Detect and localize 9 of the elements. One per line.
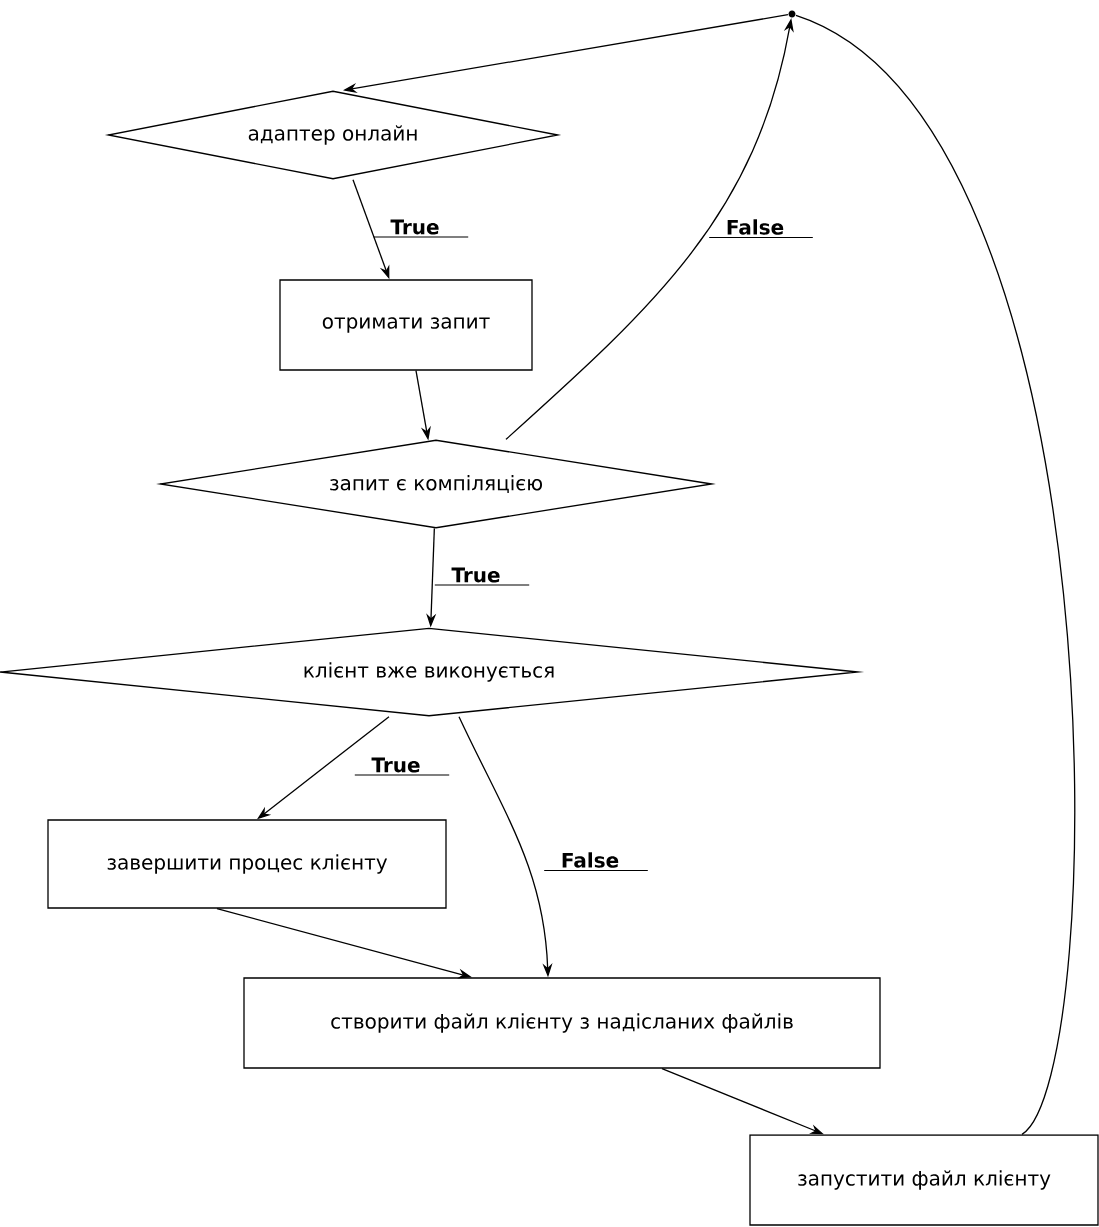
process-box: завершити процес клієнту: [47, 819, 447, 909]
process-box: запустити файл клієнту: [749, 1134, 1099, 1226]
edge-label: False: [543, 850, 649, 871]
edge-label: False: [708, 217, 814, 238]
edge-label: True: [434, 565, 530, 586]
edge-label: True: [354, 755, 450, 776]
process-box: створити файл клієнту з надісланих файлів: [243, 977, 881, 1069]
edge-label: True: [373, 217, 469, 238]
process-box: отримати запит: [279, 279, 533, 371]
